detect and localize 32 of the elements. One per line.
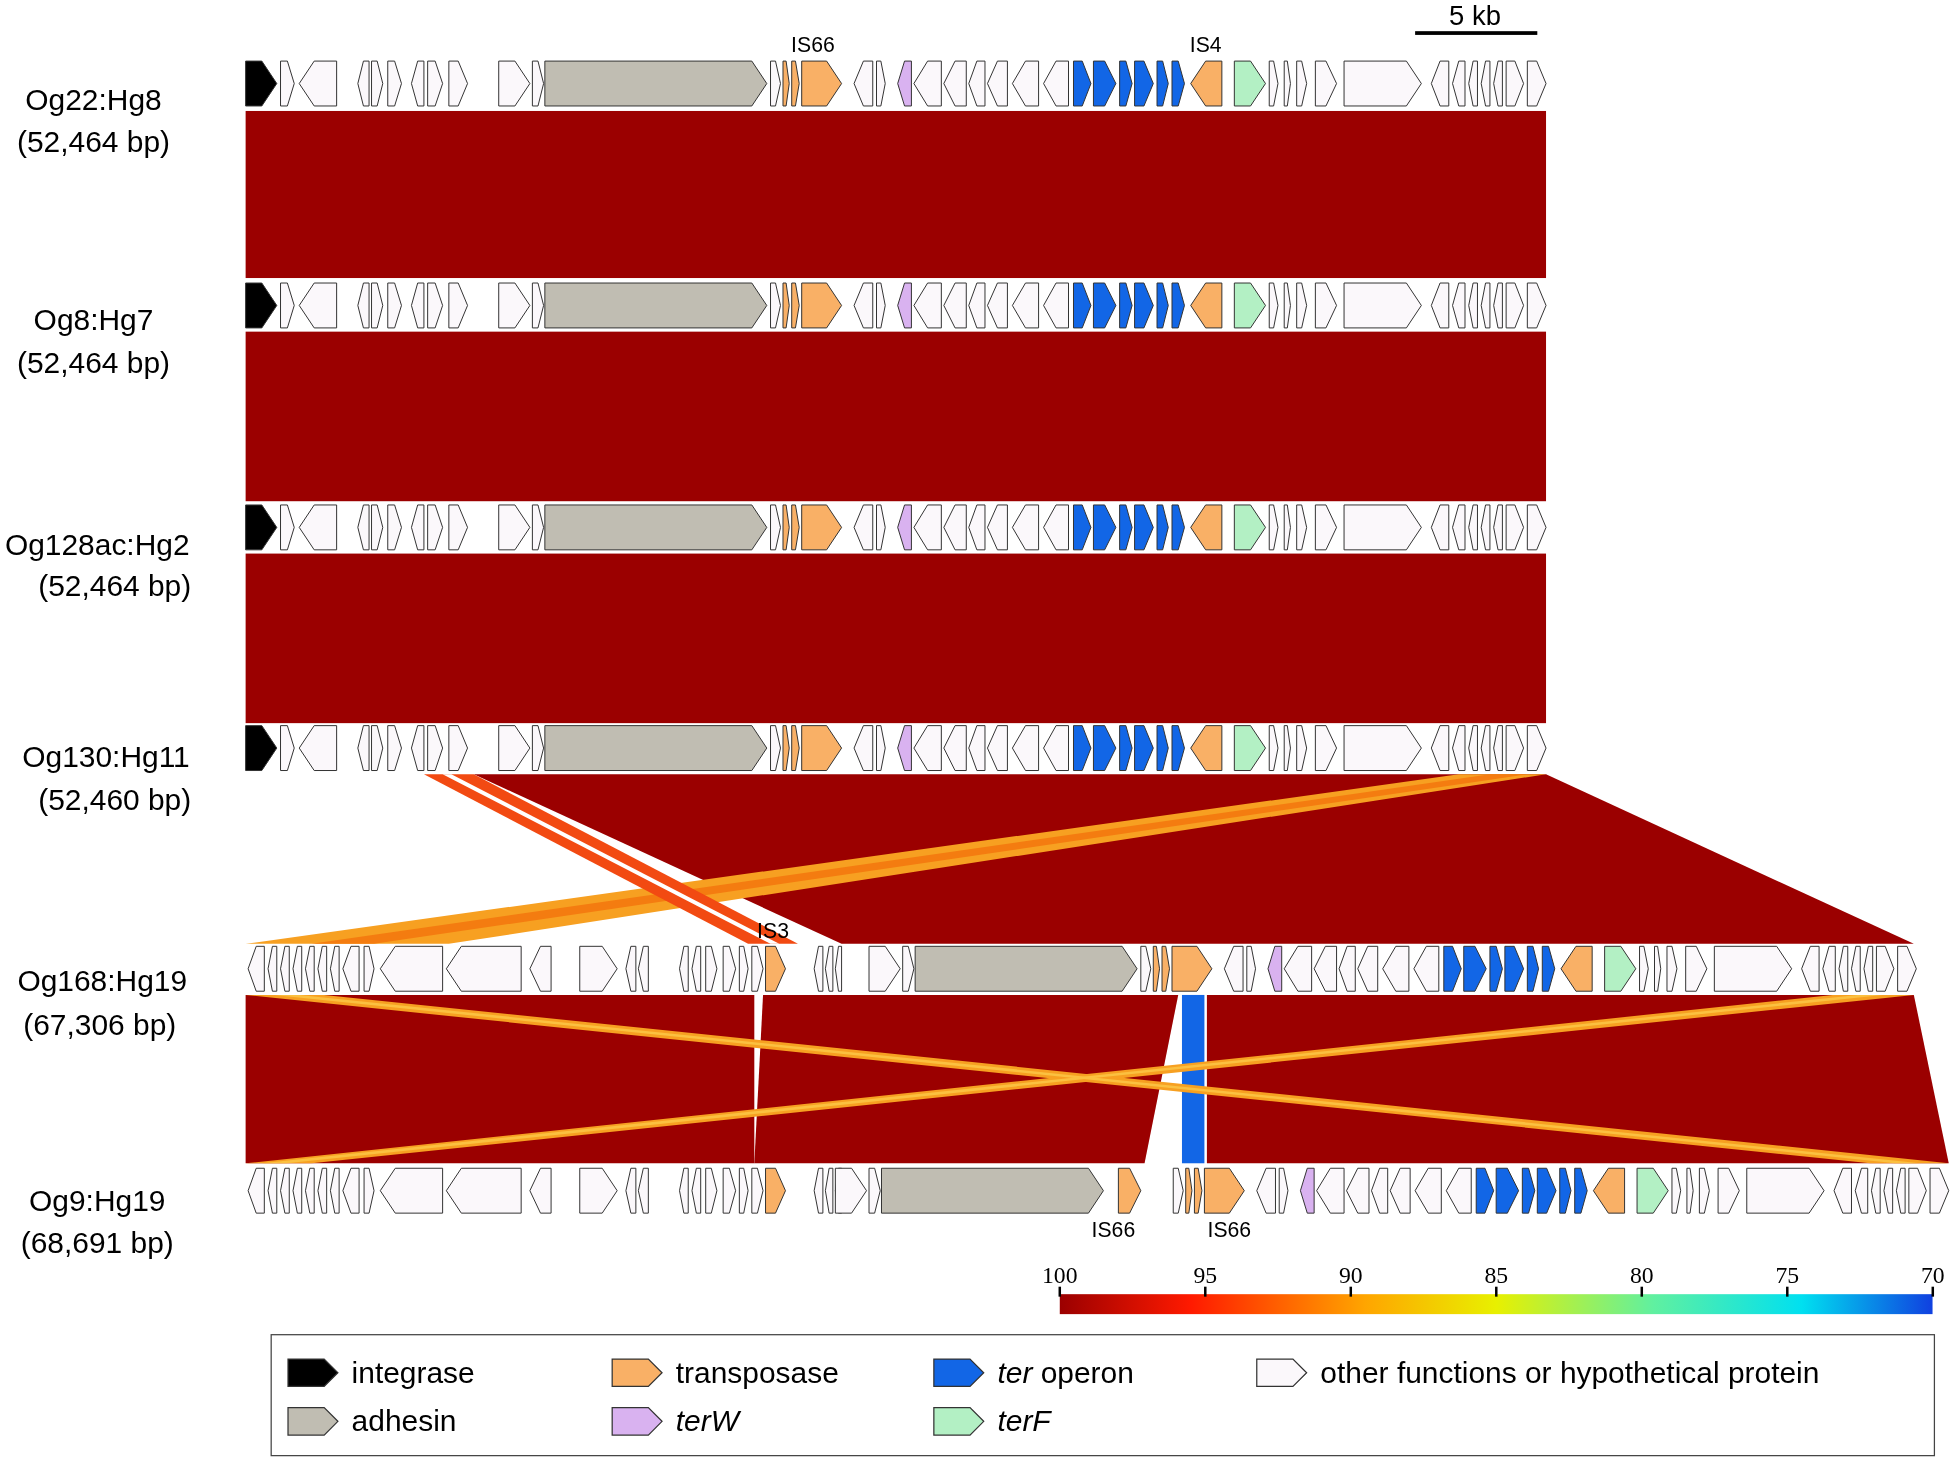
insertion-label: IS66	[791, 33, 835, 59]
genome-label: Og130:Hg11	[22, 739, 190, 775]
legend-label: transposase	[675, 1355, 839, 1391]
tick-label: 90	[1338, 1261, 1363, 1290]
tick-label: 95	[1193, 1261, 1218, 1290]
scale-label: 5 kb	[1449, 0, 1501, 33]
genome-label: Og22:Hg8	[25, 82, 162, 118]
genome-label: (67,306 bp)	[23, 1007, 177, 1043]
genome-label: (52,460 bp)	[38, 783, 192, 818]
legend-label: ter operon	[997, 1355, 1134, 1391]
genome-label: Og128ac:Hg2	[4, 527, 190, 563]
genome-label: (68,691 bp)	[20, 1225, 174, 1261]
insertion-label: IS66	[1091, 1218, 1136, 1244]
legend-label: terW	[675, 1403, 739, 1439]
insertion-label: IS66	[1207, 1218, 1252, 1244]
genome-label: (52,464 bp)	[38, 568, 192, 604]
legend-label: integrase	[351, 1355, 475, 1391]
tick-label: 75	[1775, 1261, 1800, 1290]
insertion-label: IS4	[1189, 33, 1222, 59]
genome-label: (52,464 bp)	[17, 124, 171, 160]
legend-label: terF	[997, 1403, 1051, 1439]
genome-label: Og168:Hg19	[17, 963, 188, 999]
genome-label: Og9:Hg19	[29, 1183, 166, 1219]
insertion-label: IS3	[757, 918, 789, 944]
tick-label: 100	[1042, 1261, 1078, 1290]
genome-label: Og8:Hg7	[33, 302, 154, 338]
tick-label: 85	[1484, 1261, 1509, 1290]
legend-label: adhesin	[351, 1403, 457, 1439]
genome-label: (52,464 bp)	[17, 345, 171, 381]
tick-label: 80	[1629, 1261, 1654, 1290]
tick-label: 70	[1920, 1261, 1945, 1290]
legend-label: other functions or hypothetical protein	[1320, 1355, 1820, 1391]
